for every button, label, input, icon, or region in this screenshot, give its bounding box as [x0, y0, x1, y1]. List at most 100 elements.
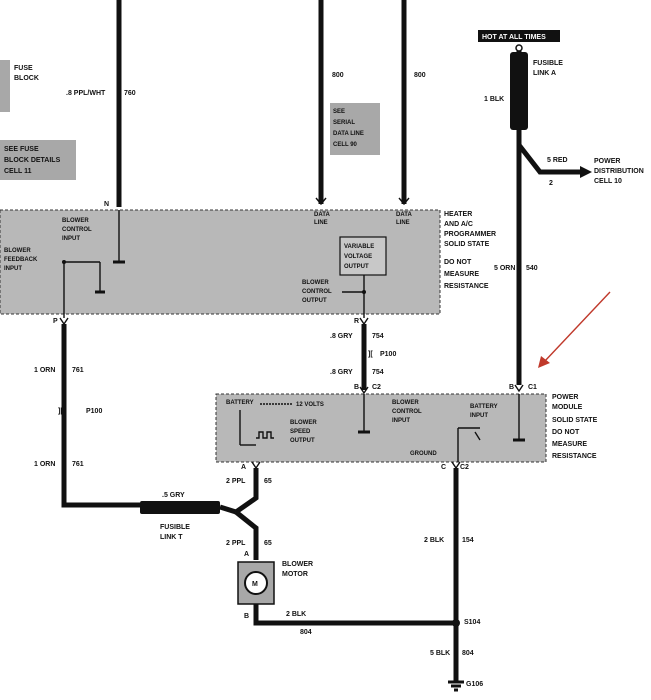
fuse-block-label-1: FUSE — [14, 65, 33, 72]
pm-pin-a: A — [241, 464, 246, 471]
wire-754-top-circuit: 754 — [372, 333, 384, 340]
pm-12-volts-label: 12 VOLTS — [296, 402, 324, 408]
wire-761-bot-color: 1 ORN — [34, 461, 55, 468]
connector-p100-left: P100 — [86, 408, 102, 415]
connector-p100-mid: P100 — [380, 351, 396, 358]
fusible-link-a-label-1: FUSIBLE — [533, 60, 563, 67]
power-distribution-label-1: POWER — [594, 158, 620, 165]
variable-voltage-2: VOLTAGE — [344, 254, 372, 260]
pm-ground-label: GROUND — [410, 451, 437, 457]
prog-data-line-left-2: LINE — [314, 220, 328, 226]
blower-motor-symbol — [244, 571, 268, 595]
pm-resistor-symbol — [256, 431, 274, 439]
fuse-details-line-3: CELL 11 — [4, 168, 32, 175]
programmer-title-2: AND A/C — [444, 221, 473, 228]
serial-note-4: CELL 90 — [333, 142, 358, 148]
wire-5-red — [517, 143, 580, 175]
prog-blower-feedback-input-2: FEEDBACK — [4, 257, 38, 263]
wire-65-bot-circuit: 65 — [264, 540, 272, 547]
prog-blower-control-output-1: BLOWER — [302, 280, 329, 286]
pm-pin-b-c2: B — [354, 384, 359, 391]
pm-blower-control-input-2: CONTROL — [392, 409, 422, 415]
wire-540-circuit: 540 — [526, 265, 538, 272]
wire-800-left-circuit: 800 — [332, 72, 344, 79]
fuse-block-details-box — [0, 140, 76, 180]
prog-data-line-right-2: LINE — [396, 220, 410, 226]
wire-65-bot-color: 2 PPL — [226, 540, 246, 547]
blower-motor-pin-b: B — [244, 613, 249, 620]
pm-title-4: DO NOT — [552, 429, 580, 436]
power-module-block — [215, 393, 547, 463]
pm-title-1: POWER — [552, 394, 578, 401]
pm-title-5: MEASURE — [552, 441, 587, 448]
pm-battery-input-1: BATTERY — [470, 404, 498, 410]
wire-5-blk-color: 5 BLK — [430, 650, 450, 657]
pm-conn-c1: C1 — [528, 384, 537, 391]
prog-blower-feedback-input-3: INPUT — [4, 266, 22, 272]
pm-conn-c2-bottom: C2 — [460, 464, 469, 471]
pm-blower-speed-output-3: OUTPUT — [290, 438, 315, 444]
blower-motor-label-2: MOTOR — [282, 571, 308, 578]
power-distribution-arrow — [580, 166, 592, 178]
power-distribution-label-3: CELL 10 — [594, 178, 622, 185]
pm-pin-b-c1: B — [509, 384, 514, 391]
variable-voltage-output-box — [339, 236, 387, 276]
prog-data-line-right-1: DATA — [396, 212, 412, 218]
wire-804 — [253, 604, 456, 626]
pm-battery-input-2: INPUT — [470, 413, 488, 419]
wire-5-blk-circuit: 804 — [462, 650, 474, 657]
fusible-link-a — [510, 52, 528, 130]
wire-754-top-color: .8 GRY — [330, 333, 353, 340]
programmer-title-4: SOLID STATE — [444, 241, 490, 248]
wire-65-top-color: 2 PPL — [226, 478, 246, 485]
prog-blower-feedback-input-1: BLOWER — [4, 248, 31, 254]
splice-s104-label: S104 — [464, 619, 480, 626]
hot-at-all-times-banner — [478, 30, 560, 42]
wire-540-color: 5 ORN — [494, 265, 515, 272]
fuse-block-shade — [0, 60, 10, 112]
pm-blower-speed-output-1: BLOWER — [290, 420, 317, 426]
wire-754-bot-circuit: 754 — [372, 369, 384, 376]
annotation-arrow-head — [538, 356, 550, 368]
ground-g106-label: G106 — [466, 681, 483, 688]
wire-800-right-circuit: 800 — [414, 72, 426, 79]
fusible-link-a-label-2: LINK A — [533, 70, 556, 77]
fusible-link-a-wire-label: 1 BLK — [484, 96, 504, 103]
fuse-details-line-1: SEE FUSE — [4, 146, 39, 153]
variable-voltage-1: VARIABLE — [344, 244, 374, 250]
wire-5-red-color: 5 RED — [547, 157, 568, 164]
blower-motor-label-1: BLOWER — [282, 561, 313, 568]
fuse-details-line-2: BLOCK DETAILS — [4, 157, 61, 164]
prog-blower-control-input-3: INPUT — [62, 236, 80, 242]
prog-data-line-left-1: DATA — [314, 212, 330, 218]
wire-760-color: .8 PPL/WHT — [66, 90, 106, 97]
pm-blower-control-input-3: INPUT — [392, 418, 410, 424]
wire-804-color: 2 BLK — [286, 611, 306, 618]
wire-65-bottom — [234, 510, 259, 560]
fusible-link-t-label-2: LINK T — [160, 534, 183, 541]
wire-761-bot-circuit: 761 — [72, 461, 84, 468]
fusible-link-t-label-1: FUSIBLE — [160, 524, 190, 531]
pm-pin-c: C — [441, 464, 446, 471]
programmer-pin-r: R — [354, 318, 359, 325]
prog-blower-control-input-1: BLOWER — [62, 218, 89, 224]
programmer-pin-p: P — [53, 318, 58, 325]
wire-754-bot-color: .8 GRY — [330, 369, 353, 376]
wire-761-top-circuit: 761 — [72, 367, 84, 374]
wire-5-gray-color: .5 GRY — [162, 492, 185, 499]
hot-at-all-times-text: HOT AT ALL TIMES — [482, 34, 546, 41]
pm-battery-label: BATTERY — [226, 400, 254, 406]
pm-blower-speed-output-2: SPEED — [290, 429, 311, 435]
blower-motor-pin-a: A — [244, 551, 249, 558]
wire-761-top-color: 1 ORN — [34, 367, 55, 374]
programmer-title-5: DO NOT — [444, 259, 472, 266]
pm-conn-c2-top: C2 — [372, 384, 381, 391]
pm-blower-control-input-1: BLOWER — [392, 400, 419, 406]
wire-5-red-number: 2 — [549, 180, 553, 187]
pm-title-6: RESISTANCE — [552, 453, 597, 460]
connector-p100-mid-bracket: ][ — [368, 351, 373, 358]
fuse-block-label-2: BLOCK — [14, 75, 39, 82]
wire-761 — [61, 324, 140, 508]
programmer-title-3: PROGRAMMER — [444, 231, 496, 238]
